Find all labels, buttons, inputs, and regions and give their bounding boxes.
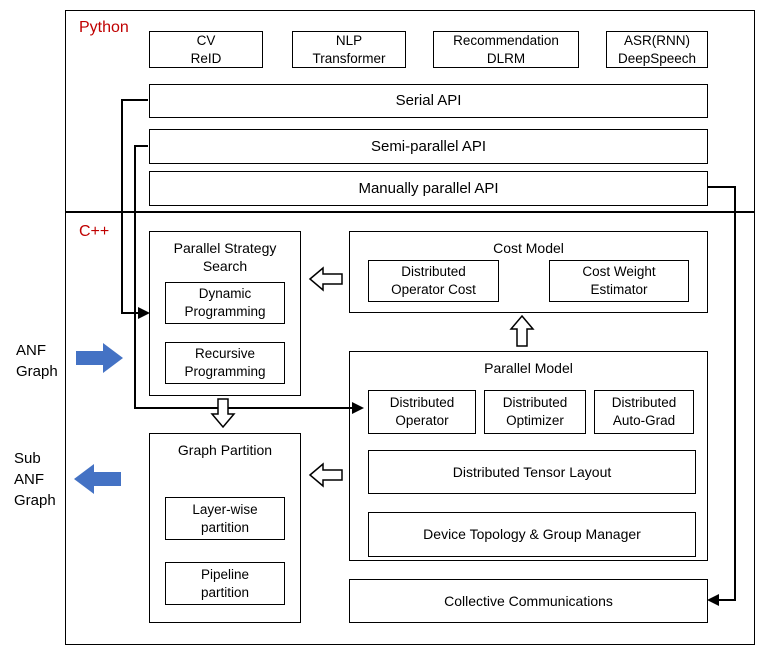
distributed-operator-box: Distributed Operator — [368, 390, 476, 434]
cost-model-box: Cost Model Distributed Operator Cost Cos… — [349, 231, 708, 313]
layer-wise-partition-box: Layer-wise partition — [165, 497, 285, 540]
collective-communications-box: Collective Communications — [349, 579, 708, 623]
pipeline-partition-box: Pipeline partition — [165, 562, 285, 605]
recursive-programming-box: Recursive Programming — [165, 342, 285, 384]
distributed-optimizer-box: Distributed Optimizer — [484, 390, 586, 434]
parallel-model-box: Parallel Model Distributed Operator Dist… — [349, 351, 708, 561]
python-section: Python CV ReID NLP Transformer Recommend… — [65, 10, 755, 212]
cost-model-title: Cost Model — [493, 240, 564, 256]
app-box-recommendation-dlrm: Recommendation DLRM — [433, 31, 579, 68]
app-box-nlp-transformer: NLP Transformer — [292, 31, 406, 68]
app-box-cv-reid: CV ReID — [149, 31, 263, 68]
parallel-strategy-search-box: Parallel Strategy Search Dynamic Program… — [149, 231, 301, 396]
anf-graph-label: ANF Graph — [16, 342, 58, 380]
dynamic-programming-box: Dynamic Programming — [165, 282, 285, 324]
cost-weight-estimator-box: Cost Weight Estimator — [549, 260, 689, 302]
graph-partition-title: Graph Partition — [177, 442, 273, 458]
api-bar-manually-parallel: Manually parallel API — [149, 171, 708, 206]
api-bar-serial: Serial API — [149, 84, 708, 118]
distributed-tensor-layout-box: Distributed Tensor Layout — [368, 450, 696, 494]
cpp-section-label: C++ — [79, 223, 110, 240]
cpp-section: C++ Parallel Strategy Search Dynamic Pro… — [65, 212, 755, 645]
api-bar-semi-parallel: Semi-parallel API — [149, 129, 708, 164]
parallel-model-title: Parallel Model — [484, 360, 573, 376]
graph-partition-box: Graph Partition Layer-wise partition Pip… — [149, 433, 301, 623]
python-section-label: Python — [79, 19, 129, 36]
app-box-asr-deepspeech: ASR(RNN) DeepSpeech — [606, 31, 708, 68]
distributed-auto-grad-box: Distributed Auto-Grad — [594, 390, 694, 434]
parallel-strategy-search-title: Parallel Strategy Search — [173, 240, 277, 275]
distributed-operator-cost-box: Distributed Operator Cost — [368, 260, 499, 302]
sub-anf-graph-label: Sub ANF Graph — [14, 450, 56, 509]
device-topology-group-manager-box: Device Topology & Group Manager — [368, 512, 696, 557]
